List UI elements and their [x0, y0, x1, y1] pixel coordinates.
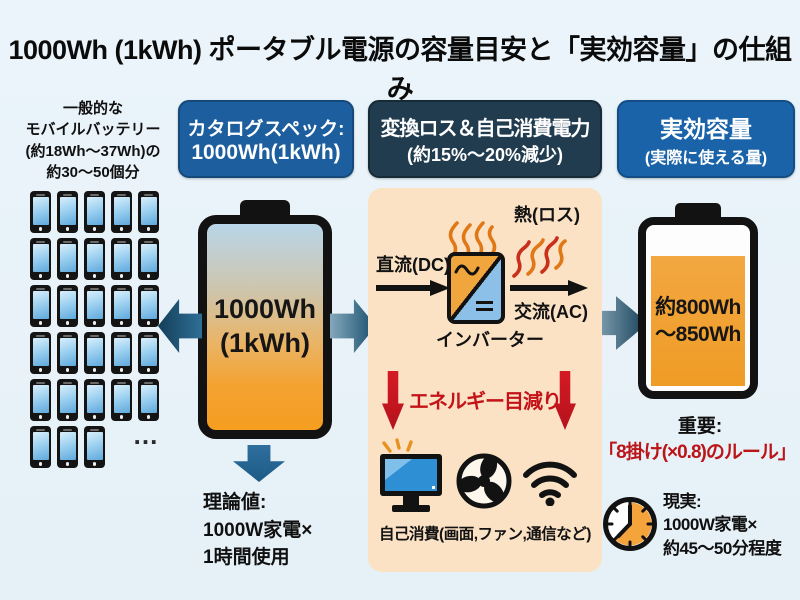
smartphone-icon: [30, 238, 51, 280]
battery-terminal: [240, 200, 290, 218]
theory-line2: 1000W家電×: [203, 519, 313, 541]
effective-battery-capacity: 約800Wh ～850Wh: [655, 294, 741, 349]
smartphone-icon: [138, 238, 159, 280]
mobile-battery-caption: 一般的な モバイルバッテリー (約18Wh～37Wh)の 約30～50個分: [2, 98, 184, 183]
theory-value-text: 理論値: 1000W家電× 1時間使用: [203, 489, 312, 572]
dc-symbol-icon: [476, 300, 493, 304]
caption-line: 一般的な: [62, 100, 123, 117]
important-label: 重要:: [677, 416, 723, 437]
smartphone-icon: [138, 191, 159, 233]
smartphone-icon: [30, 191, 51, 233]
reality-line3: 約45～50分程度: [663, 538, 782, 558]
rule-of-thumb-label: 「8掛け(×0.8)のルール」: [598, 442, 797, 463]
phone-grid: [30, 191, 159, 468]
smartphone-icon: [111, 238, 132, 280]
dc-input-label: 直流(DC): [376, 255, 450, 275]
smartphone-icon: [138, 332, 159, 374]
arrow-down-icon: [233, 445, 285, 482]
conversion-header-line2: (約15%～20%減少): [406, 144, 564, 165]
smartphone-icon: [111, 332, 132, 374]
phone-row: [30, 426, 159, 468]
catalog-header-line1: カタログスペック:: [187, 118, 345, 140]
smartphone-icon: [138, 379, 159, 421]
catalog-battery-icon: 1000Wh (1kWh): [198, 215, 332, 439]
page-title: 1000Wh (1kWh) ポータブル電源の容量目安と「実効容量」の仕組み: [8, 35, 792, 104]
reality-line2: 1000W家電×: [663, 515, 757, 535]
theory-line1: 理論値:: [203, 492, 267, 513]
inverter-icon: [447, 252, 505, 324]
battery-capacity-line2: (1kWh): [219, 328, 310, 358]
smartphone-icon: [138, 285, 159, 327]
smartphone-icon: [111, 191, 132, 233]
effective-header-line2: (実際に使える量): [644, 150, 768, 167]
smartphone-icon: [84, 426, 105, 468]
smartphone-icon: [57, 238, 78, 280]
reality-text: 現実: 1000W家電× 約45～50分程度: [663, 490, 782, 560]
smartphone-icon: [84, 332, 105, 374]
effective-header-line1: 実効容量: [660, 116, 752, 142]
battery-terminal: [675, 203, 721, 219]
smartphone-icon: [57, 426, 78, 468]
sine-wave-icon: [454, 264, 480, 276]
battery-charge-fill: 約800Wh ～850Wh: [651, 256, 745, 386]
fan-icon: [456, 453, 512, 509]
inverter-label: インバーター: [436, 330, 544, 350]
effective-battery-icon: 約800Wh ～850Wh: [638, 217, 758, 399]
catalog-spec-header: カタログスペック: 1000Wh(1kWh): [178, 100, 354, 178]
smartphone-icon: [111, 379, 132, 421]
conversion-header-line1: 変換ロス＆自己消費電力: [380, 117, 591, 140]
smartphone-icon: [84, 191, 105, 233]
effective-capacity-header: 実効容量 (実際に使える量): [617, 100, 795, 178]
caption-line: モバイルバッテリー: [25, 121, 161, 139]
heat-loss-label: 熱(ロス): [514, 205, 580, 225]
wifi-icon: [523, 461, 577, 506]
self-consumption-label: 自己消費(画面,ファン,通信など): [379, 526, 591, 543]
smartphone-icon: [30, 332, 51, 374]
smartphone-icon: [30, 285, 51, 327]
battery-capacity-line1: 1000Wh: [213, 294, 317, 325]
smartphone-icon: [111, 285, 132, 327]
effective-capacity-line2: ～850Wh: [655, 323, 741, 346]
dc-flow-arrow-icon: [376, 280, 450, 296]
smartphone-icon: [84, 379, 105, 421]
clock-icon: [603, 497, 657, 551]
conversion-loss-header: 変換ロス＆自己消費電力 (約15%～20%減少): [368, 100, 602, 178]
ac-flow-arrow-icon: [510, 280, 588, 296]
smartphone-icon: [57, 332, 78, 374]
smartphone-icon: [57, 379, 78, 421]
conversion-panel: 熱(ロス) 直流(DC): [368, 188, 602, 572]
dc-symbol-icon: [476, 307, 493, 311]
heat-waves-icon: [512, 236, 567, 278]
catalog-battery-capacity: 1000Wh (1kWh): [214, 293, 316, 361]
smartphone-icon: [30, 426, 51, 468]
caption-line: 約30～50個分: [46, 163, 140, 181]
phone-row: [30, 332, 159, 374]
phone-row: [30, 191, 159, 233]
arrow-left-icon: [158, 299, 202, 353]
reality-line1: 現実:: [663, 492, 702, 511]
ac-output-label: 交流(AC): [514, 302, 588, 322]
heat-waves-icon: [448, 221, 497, 258]
smartphone-icon: [84, 238, 105, 280]
phone-row: [30, 285, 159, 327]
energy-loss-label: エネルギー目減り: [409, 391, 562, 413]
caption-line: (約18Wh～37Wh)の: [25, 142, 161, 160]
smartphone-icon: [30, 379, 51, 421]
catalog-header-line2: 1000Wh(1kWh): [191, 140, 341, 164]
smartphone-icon: [84, 285, 105, 327]
smartphone-icon: [57, 285, 78, 327]
effective-capacity-line1: 約800Wh: [655, 295, 741, 319]
phone-row: [30, 238, 159, 280]
theory-line3: 1時間使用: [203, 547, 290, 569]
phone-row: [30, 379, 159, 421]
ellipsis-label: …: [132, 420, 162, 450]
smartphone-icon: [57, 191, 78, 233]
monitor-icon: [380, 438, 442, 512]
